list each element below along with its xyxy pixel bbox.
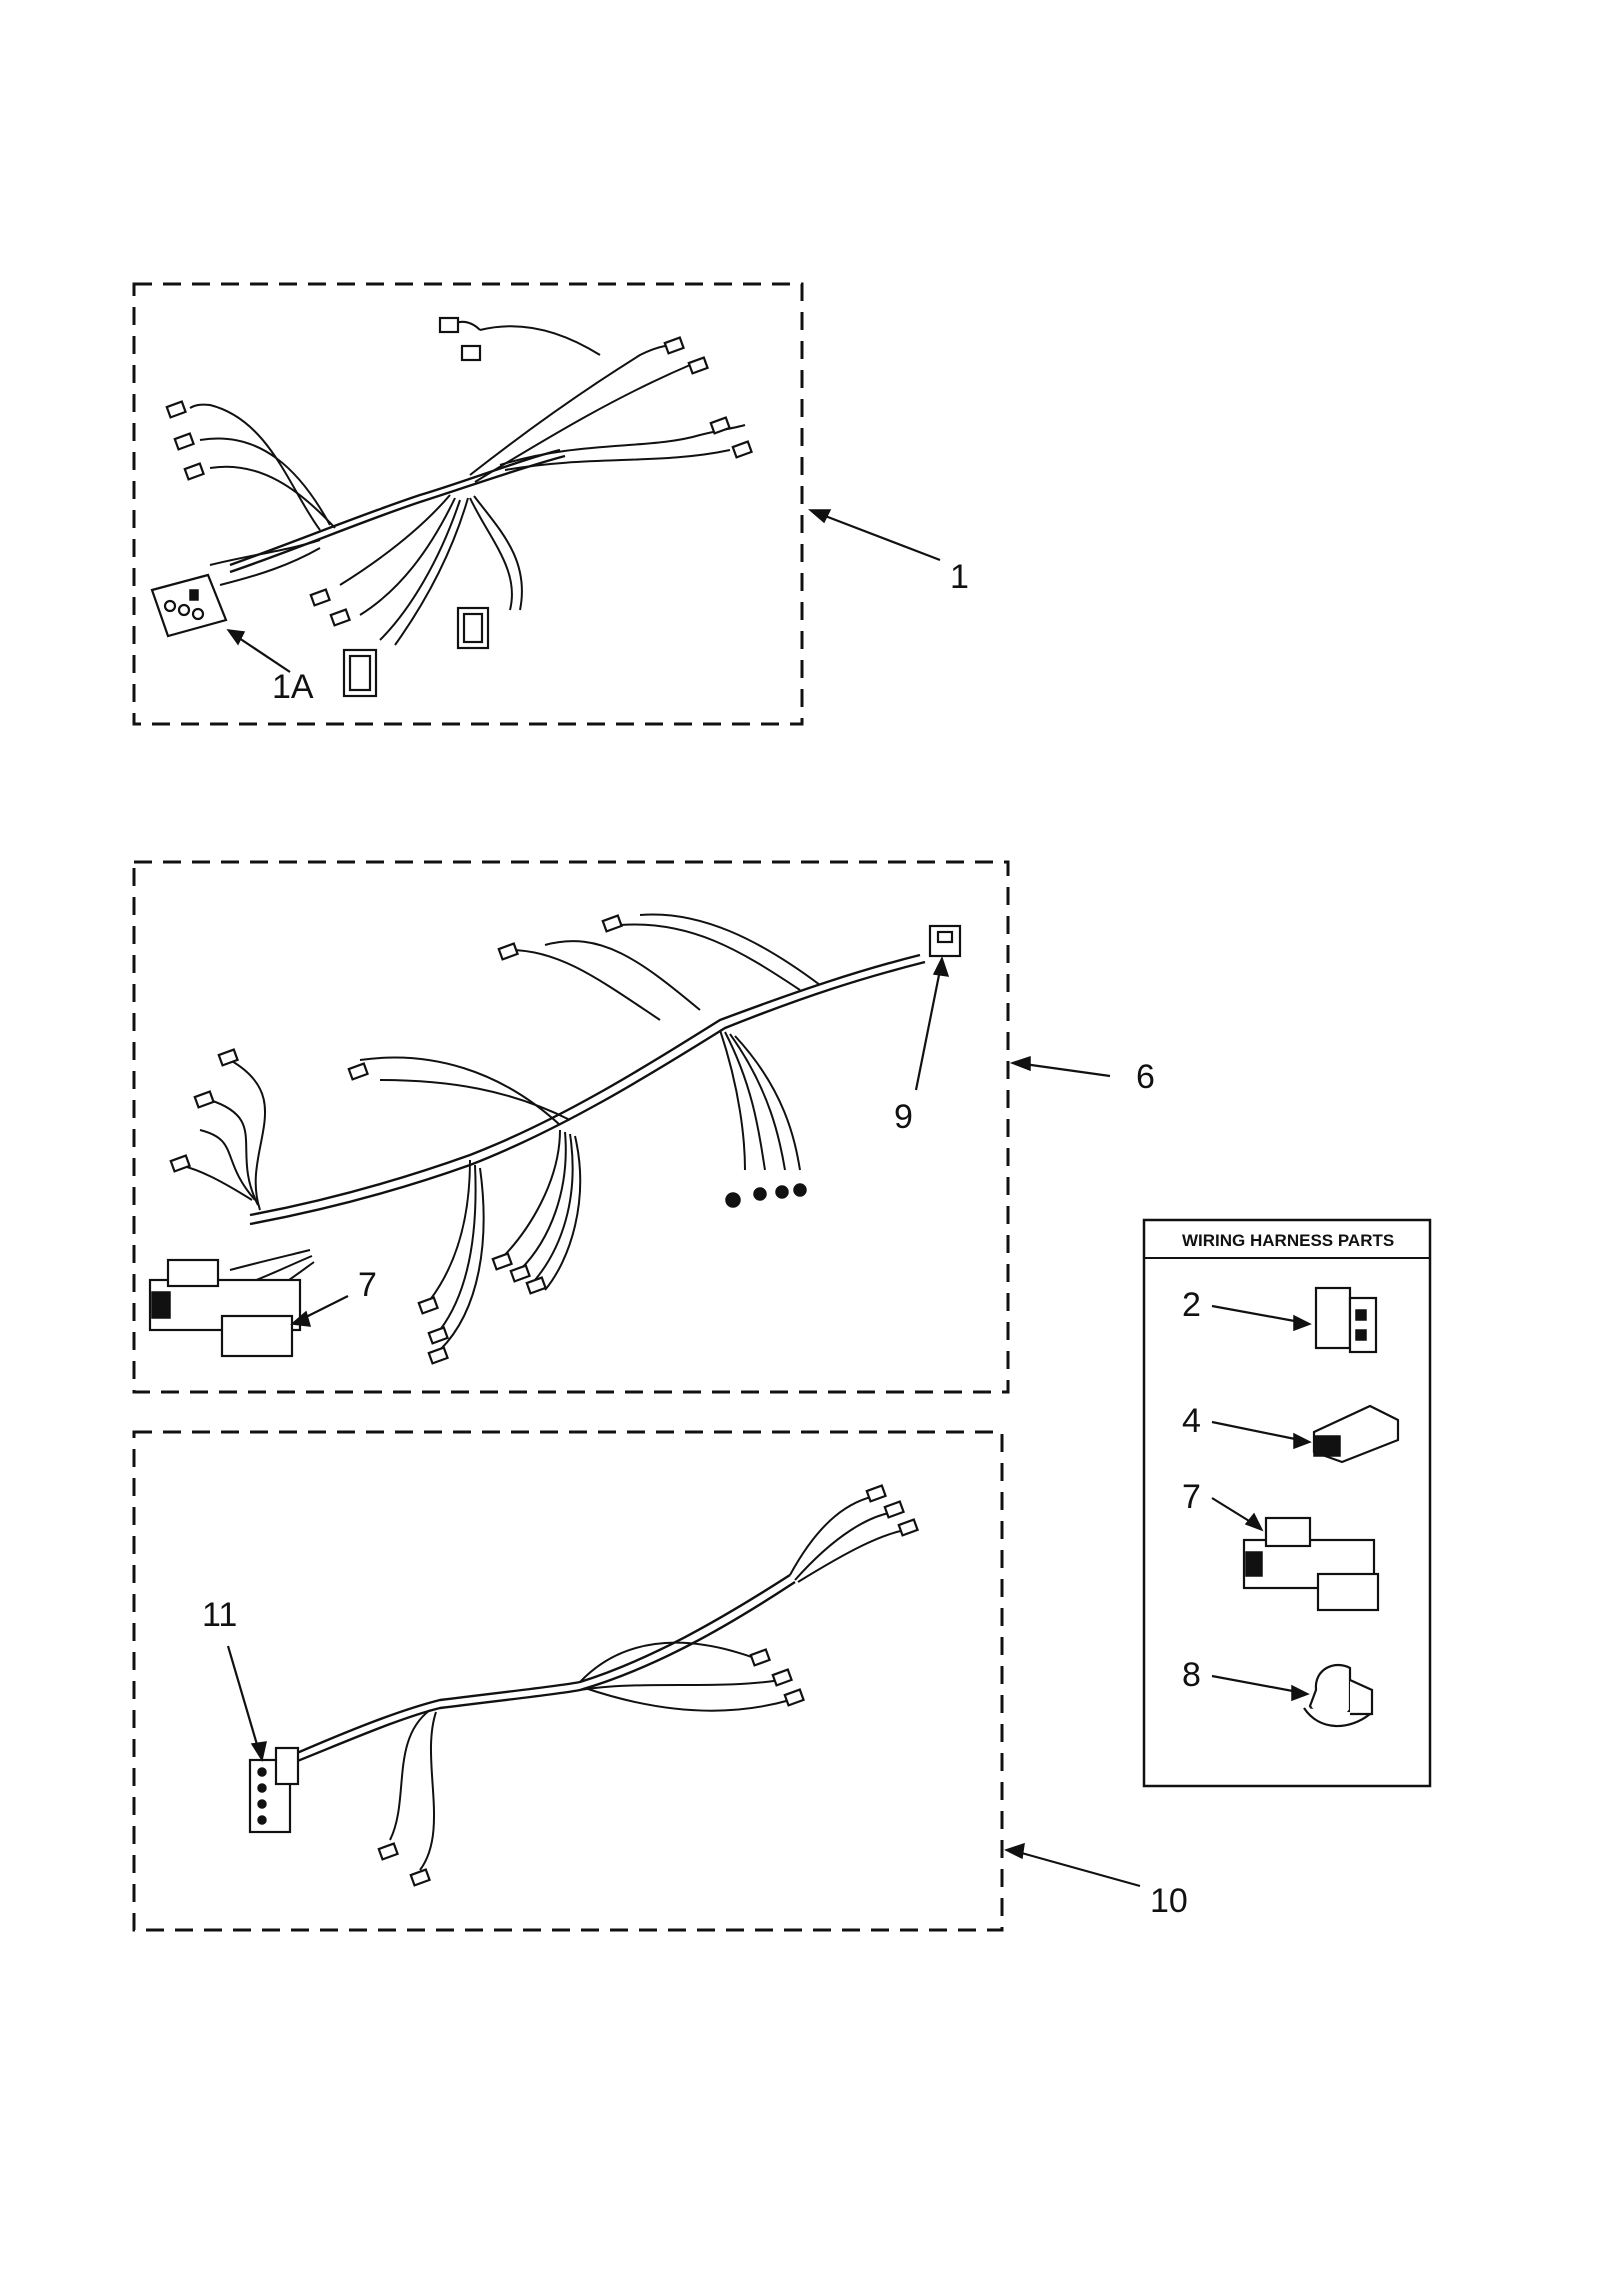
legend-part-2-connector bbox=[1314, 1286, 1378, 1354]
legend-item-2-leader bbox=[1211, 1304, 1301, 1324]
harness-6-terminals bbox=[169, 914, 807, 1365]
callout-1-leader bbox=[819, 512, 941, 562]
wiring-harness-parts-legend: WIRING HARNESS PARTS 2 4 7 8 bbox=[1142, 1218, 1432, 1788]
legend-item-7-label: 7 bbox=[1182, 1478, 1201, 1516]
legend-item-4-arrowhead bbox=[1293, 1432, 1312, 1450]
callout-1a-leader bbox=[235, 635, 291, 673]
legend-item-8-leader bbox=[1211, 1674, 1299, 1694]
legend-item-2-label: 2 bbox=[1182, 1286, 1201, 1324]
callout-6-arrowhead bbox=[1009, 1055, 1031, 1072]
callout-11-arrowhead bbox=[250, 1741, 267, 1762]
legend-title: WIRING HARNESS PARTS bbox=[1182, 1231, 1394, 1250]
legend-item-8-arrowhead bbox=[1291, 1684, 1310, 1702]
callout-11-leader bbox=[226, 1645, 260, 1749]
harness-1-group: 1 1A bbox=[132, 282, 969, 726]
callout-11-label: 11 bbox=[202, 1596, 237, 1634]
callout-1-label: 1 bbox=[950, 558, 969, 596]
callout-7-leader bbox=[299, 1295, 349, 1321]
legend-item-7-leader bbox=[1211, 1497, 1255, 1525]
harness-1-terminals bbox=[165, 316, 753, 627]
callout-7-arrowhead bbox=[290, 1310, 312, 1327]
callout-6-leader bbox=[1023, 1062, 1111, 1078]
legend-box bbox=[1142, 1218, 1432, 1788]
harness-6-wires bbox=[179, 913, 926, 1351]
callout-6-label: 6 bbox=[1136, 1058, 1155, 1096]
legend-item-2-arrowhead bbox=[1293, 1314, 1312, 1332]
connector-11 bbox=[248, 1746, 300, 1834]
connector-9 bbox=[928, 924, 962, 958]
connector-7-harness-6 bbox=[148, 1258, 302, 1358]
harness-1-wires bbox=[189, 320, 746, 646]
callout-9-arrowhead bbox=[932, 956, 950, 977]
callout-1a-arrowhead bbox=[226, 629, 246, 646]
harness-6-boundary bbox=[132, 860, 1010, 1394]
legend-part-4-connector bbox=[1312, 1404, 1400, 1464]
callout-9-label: 9 bbox=[894, 1098, 913, 1136]
callout-1-arrowhead bbox=[807, 509, 832, 524]
harness-10-wires bbox=[249, 1494, 906, 1871]
callout-7-label: 7 bbox=[358, 1266, 377, 1304]
harness-1-plugs bbox=[342, 606, 490, 698]
legend-part-7-connector bbox=[1242, 1516, 1380, 1612]
legend-item-7-arrowhead bbox=[1244, 1512, 1264, 1532]
harness-10-boundary bbox=[132, 1430, 1004, 1932]
callout-9-leader bbox=[914, 969, 942, 1091]
legend-item-4-leader bbox=[1211, 1420, 1301, 1442]
connector-1a bbox=[150, 573, 228, 638]
legend-item-4-label: 4 bbox=[1182, 1402, 1201, 1440]
callout-1a-label: 1A bbox=[272, 668, 314, 706]
legend-item-8-label: 8 bbox=[1182, 1656, 1201, 1694]
callout-10-label: 10 bbox=[1150, 1882, 1188, 1920]
harness-1-boundary bbox=[132, 282, 804, 726]
harness-6-group: 6 7 9 bbox=[132, 860, 1155, 1394]
callout-10-arrowhead bbox=[1004, 1842, 1025, 1860]
harness-10-terminals bbox=[377, 1484, 919, 1887]
callout-10-leader bbox=[1017, 1850, 1141, 1888]
legend-part-8-clip bbox=[1303, 1663, 1374, 1728]
harness-10-group: 10 11 bbox=[132, 1430, 1188, 1932]
